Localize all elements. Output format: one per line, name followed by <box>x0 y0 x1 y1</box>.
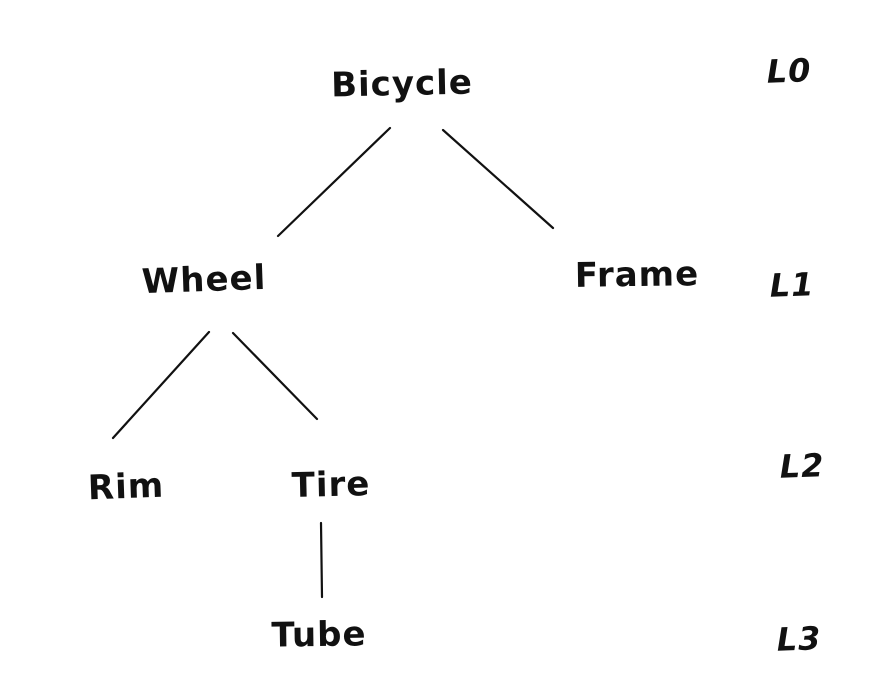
edge-bicycle-wheel <box>276 126 392 238</box>
edge-bicycle-frame <box>441 128 555 230</box>
tree-node-frame: Frame <box>574 254 700 296</box>
tree-node-bicycle: Bicycle <box>330 62 474 106</box>
level-label-l0: L0 <box>766 51 812 91</box>
tree-node-rim: Rim <box>87 465 165 509</box>
level-label-l2: L2 <box>779 446 825 486</box>
tree-node-wheel: Wheel <box>141 257 267 303</box>
tree-node-tire: Tire <box>291 464 371 506</box>
edge-tire-tube <box>319 521 324 599</box>
level-label-l3: L3 <box>776 619 822 659</box>
edge-wheel-rim <box>111 330 211 440</box>
edge-wheel-tire <box>231 331 319 421</box>
tree-node-tube: Tube <box>271 614 367 656</box>
level-label-l1: L1 <box>769 265 815 305</box>
